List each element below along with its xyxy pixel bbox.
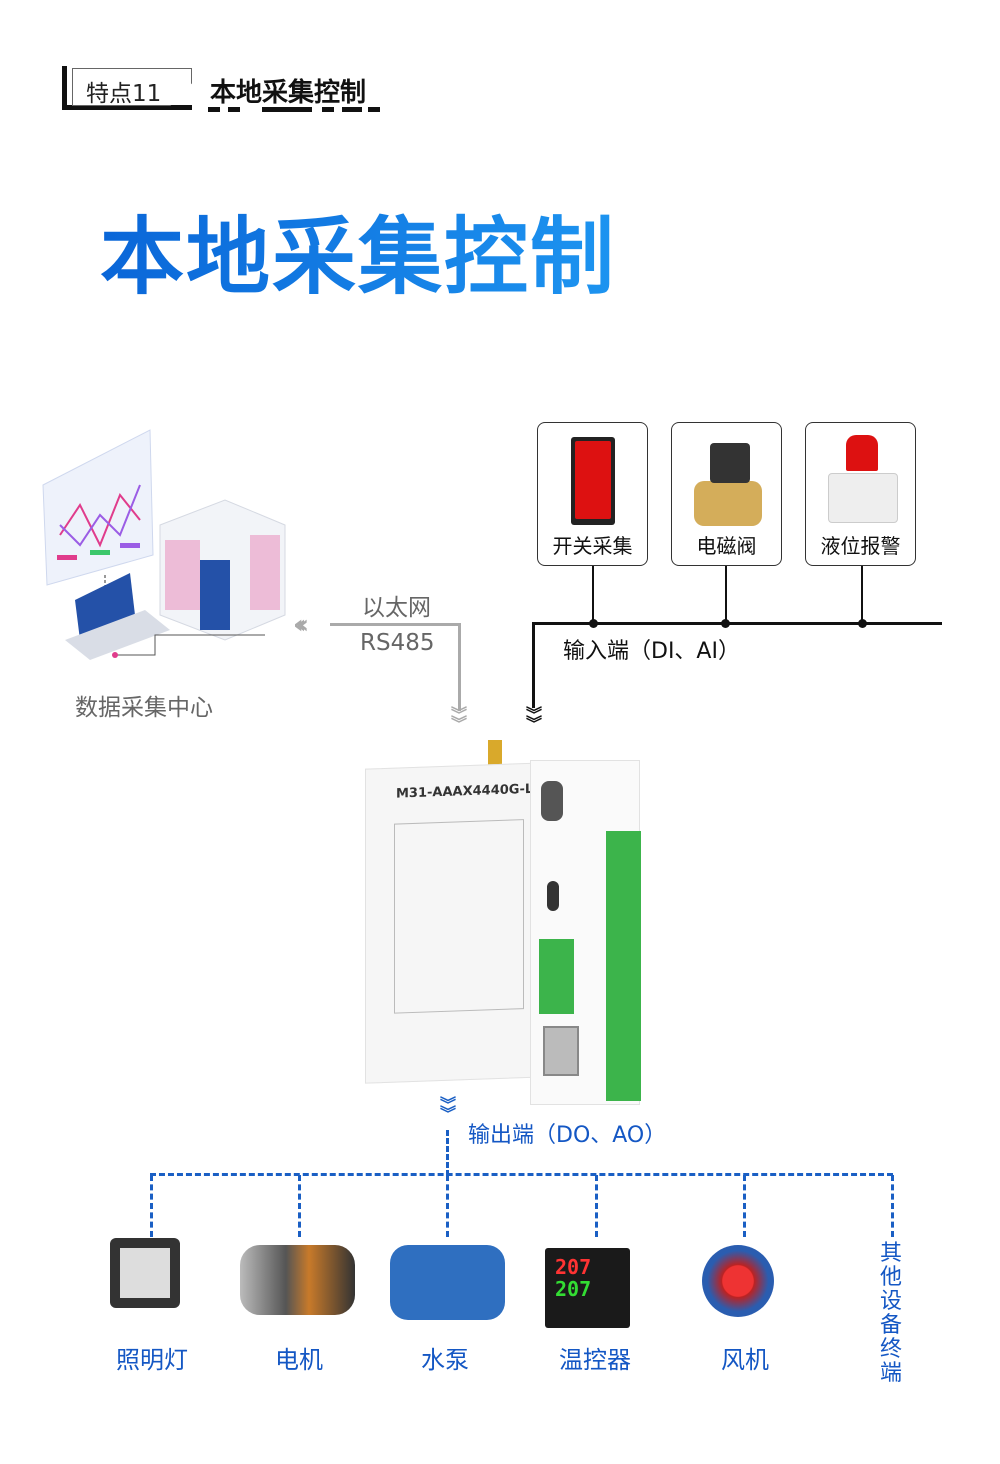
fan-icon	[702, 1245, 774, 1317]
rs485-label: RS485	[360, 630, 435, 656]
page-title: 本地采集控制	[100, 190, 616, 311]
input-device-label: 电磁阀	[696, 534, 757, 558]
device-front	[530, 760, 641, 1105]
connector	[725, 566, 727, 624]
antenna-icon	[488, 740, 502, 770]
input-device-label: 开关采集	[552, 534, 633, 558]
divider	[262, 107, 312, 112]
output-device-label: 照明灯	[116, 1346, 188, 1374]
output-line	[891, 1175, 894, 1237]
other-devices-label: 其他设备终端	[880, 1241, 903, 1386]
output-line	[298, 1175, 301, 1237]
input-device-valve: 电磁阀	[671, 422, 782, 566]
network-line	[458, 623, 461, 711]
divider	[368, 107, 380, 112]
feature-tag: 特点11	[86, 81, 162, 107]
divider	[228, 107, 240, 112]
output-line	[446, 1130, 449, 1176]
input-bus-line	[532, 622, 942, 625]
wiring-diagram	[394, 819, 524, 1014]
device-model: M31-AAAX4440G-L	[396, 781, 534, 802]
chevron-down-icon: ︾︾	[439, 1095, 456, 1123]
floodlight-icon	[110, 1238, 180, 1308]
section-subtitle: 本地采集控制	[210, 78, 367, 108]
divider	[342, 107, 362, 112]
junction-dot	[858, 619, 867, 628]
thermostat-sv: 207	[555, 1277, 592, 1301]
terminal-block	[539, 939, 574, 1014]
connector	[592, 566, 594, 624]
rocker-switch-icon	[571, 437, 615, 525]
chevron-down-icon: ︾︾	[450, 705, 467, 733]
solenoid-valve-icon	[694, 481, 762, 526]
network-line	[330, 623, 460, 626]
thermostat-pv: 207	[555, 1255, 592, 1279]
ethernet-label: 以太网	[362, 595, 431, 621]
data-center-illustration	[42, 429, 286, 660]
data-center-label: 数据采集中心	[75, 695, 213, 721]
terminal-block	[606, 831, 641, 1101]
input-device-switch: 开关采集	[537, 422, 648, 566]
junction-dot	[721, 619, 730, 628]
output-line	[595, 1175, 598, 1237]
thermostat-icon: 207 207	[545, 1248, 630, 1328]
connector	[861, 566, 863, 624]
input-bus-line	[532, 622, 535, 708]
robot-logo-icon	[541, 781, 563, 821]
arrow-left-icon: ‹‹‹	[293, 610, 309, 640]
output-device-label: 水泵	[421, 1346, 469, 1374]
output-device-label: 风机	[721, 1346, 769, 1374]
divider	[322, 107, 334, 112]
motor-icon	[240, 1245, 355, 1315]
output-label: 输出端（DO、AO）	[468, 1123, 667, 1148]
chevron-down-icon: ︾︾	[525, 705, 542, 733]
water-pump-icon	[390, 1245, 505, 1320]
input-device-label: 液位报警	[820, 534, 901, 558]
divider	[208, 107, 220, 112]
output-device-label: 电机	[275, 1346, 323, 1374]
output-bus-line	[150, 1173, 893, 1176]
output-line	[150, 1175, 153, 1237]
ethernet-port	[543, 1026, 579, 1076]
output-line	[743, 1175, 746, 1237]
input-label: 输入端（DI、AI）	[563, 639, 740, 664]
level-alarm-icon	[846, 435, 878, 471]
junction-dot	[589, 619, 598, 628]
output-device-label: 温控器	[559, 1346, 631, 1374]
input-device-level-alarm: 液位报警	[805, 422, 916, 566]
feature-tag-frame	[62, 66, 192, 110]
output-line	[446, 1175, 449, 1237]
usb-c-port	[547, 881, 559, 911]
